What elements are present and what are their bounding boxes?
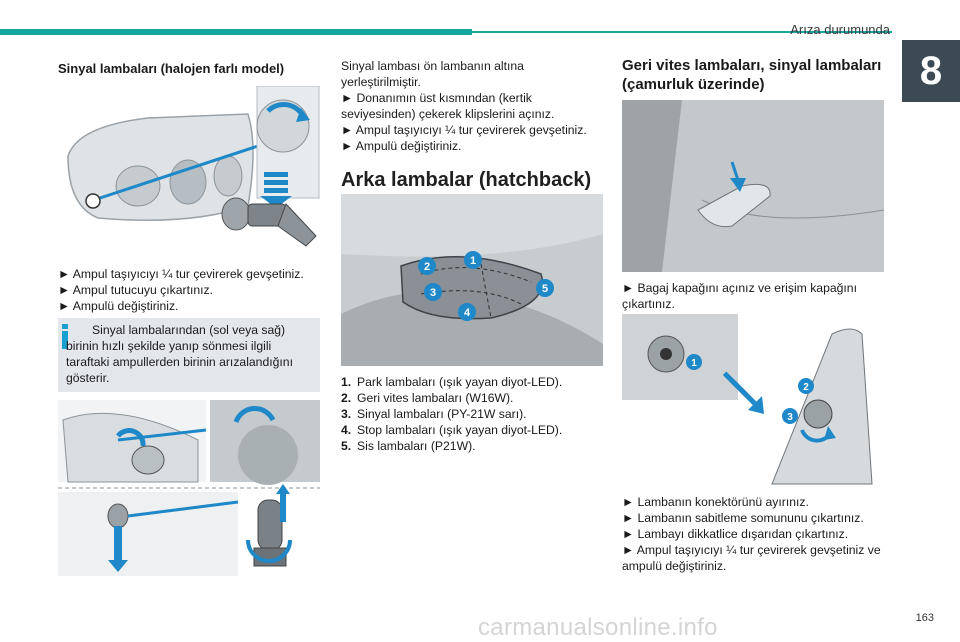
- page-number: 163: [915, 612, 934, 624]
- heading-turn-signals-halogen: Sinyal lambaları (halojen farlı model): [58, 61, 285, 76]
- callout-5: 5: [542, 283, 548, 295]
- col3-step1: ► Bagaj kapağını açınız ve erişim kapağı…: [622, 280, 884, 312]
- list-item: 1.Park lambaları (ışık yayan diyot-LED).: [341, 375, 563, 389]
- chapter-tab: 8: [902, 40, 960, 102]
- arrow-down-icon: [722, 371, 764, 414]
- list-item: 5.Sis lambaları (P21W).: [341, 439, 476, 453]
- info-icon: [62, 324, 68, 349]
- step: ► Ampul taşıyıcıyı ¼ tur çevirerek gevşe…: [58, 267, 304, 281]
- step: ► Donanımın üst kısmından (kertik seviye…: [341, 91, 555, 121]
- step: ► Lambayı dikkatlice dışarıdan çıkartını…: [622, 527, 849, 541]
- callout-3: 3: [787, 412, 793, 423]
- svg-text:1: 1: [691, 358, 697, 369]
- list-item: 2.Geri vites lambaları (W16W).: [341, 391, 514, 405]
- rear-lamp-list: 1.Park lambaları (ışık yayan diyot-LED).…: [341, 374, 603, 454]
- step: ► Lambanın konektörünü ayırınız.: [622, 495, 809, 509]
- col3-steps: ► Lambanın konektörünü ayırınız. ► Lamba…: [622, 494, 884, 574]
- callout: 1 2 3 4 5: [418, 251, 554, 321]
- intro-text: Sinyal lambası ön lambanın altına: [341, 59, 524, 73]
- figure-turn-signal-steps: [58, 400, 320, 576]
- watermark: carmanualsonline.info: [478, 614, 718, 641]
- step: ► Ampul taşıyıcıyı ¼ tur çevirerek gevşe…: [341, 123, 587, 137]
- figure-trunk-access-panel: [622, 100, 884, 272]
- column-3: Geri vites lambaları, sinyal lambaları (…: [622, 56, 884, 94]
- step: ► Lambanın sabitleme somununu çıkartınız…: [622, 511, 864, 525]
- list-item: 4.Stop lambaları (ışık yayan diyot-LED).: [341, 423, 563, 437]
- column-1: Sinyal lambaları (halojen farlı model): [58, 56, 320, 77]
- callout-1: 1: [470, 255, 476, 267]
- callout-3: 3: [430, 287, 436, 299]
- arrow-down-icon: [260, 172, 292, 208]
- step: ► Bagaj kapağını açınız ve erişim kapağı…: [622, 281, 857, 311]
- step: ► Ampul taşıyıcıyı ¼ tur çevirerek gevşe…: [622, 543, 881, 573]
- info-note-text: Sinyal lambalarından (sol veya sağ) biri…: [66, 323, 293, 385]
- info-note: Sinyal lambalarından (sol veya sağ) biri…: [58, 318, 320, 392]
- step: ► Ampulü değiştiriniz.: [58, 299, 179, 313]
- header-accent-line: [472, 31, 892, 33]
- callout-2: 2: [803, 382, 809, 393]
- callout-4: 4: [464, 307, 471, 319]
- heading-reverse-signal-lamps: Geri vites lambaları, sinyal lambaları (…: [622, 57, 882, 93]
- intro-text: yerleştirilmiştir.: [341, 75, 421, 89]
- col1-steps: ► Ampul taşıyıcıyı ¼ tur çevirerek gevşe…: [58, 266, 320, 314]
- header-accent-bar: [0, 29, 472, 35]
- callout-2: 2: [424, 261, 430, 273]
- figure-side-lamp-removal: 1 2 3: [622, 314, 884, 488]
- step: ► Ampulü değiştiriniz.: [341, 139, 462, 153]
- list-item: 3.Sinyal lambaları (PY-21W sarı).: [341, 407, 527, 421]
- figure-rear-lamps: 1 2 3 4 5: [341, 194, 603, 366]
- column-2: Sinyal lambası ön lambanın altına yerleş…: [341, 58, 603, 192]
- section-title: Arıza durumunda: [790, 22, 890, 37]
- figure-front-headlamp: [58, 86, 320, 258]
- step: ► Ampul tutucuyu çıkartınız.: [58, 283, 213, 297]
- section-title-rear-lamps: Arka lambalar (hatchback): [341, 169, 592, 191]
